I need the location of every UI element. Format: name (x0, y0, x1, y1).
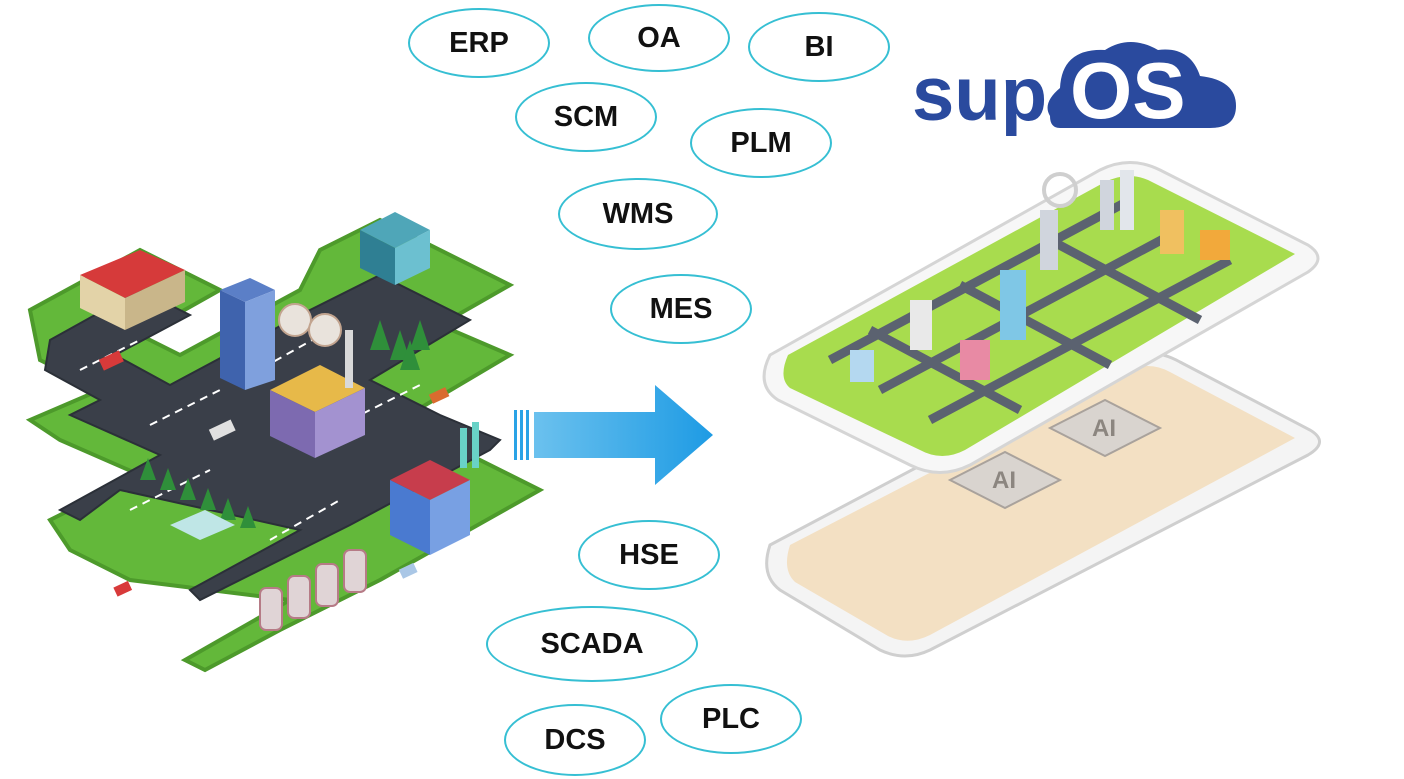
system-label: PLC (702, 702, 760, 735)
system-label: ERP (449, 26, 509, 59)
upper-phone (762, 161, 1320, 474)
vehicles (98, 350, 450, 597)
tank-sphere (308, 313, 342, 347)
factory2-wall (390, 480, 430, 555)
tower-wall-side (245, 290, 275, 390)
system-label: WMS (602, 197, 674, 230)
factory2-wall-side (430, 480, 470, 555)
system-label: MES (649, 292, 713, 325)
warehouse-wall (80, 275, 125, 330)
ai-chip-label: AI (992, 467, 1016, 494)
supos-logo: sup OS (912, 42, 1236, 137)
system-label: DCS (544, 723, 606, 756)
warehouse-roof (80, 250, 185, 298)
system-bubble-mes: MES (610, 274, 752, 344)
ai-chip-label: AI (1092, 415, 1116, 442)
plant-wall (360, 230, 395, 285)
road (43, 273, 502, 602)
system-bubble-wms: WMS (558, 178, 718, 250)
factory-wall-side (315, 388, 365, 458)
system-bubble-scada: SCADA (486, 606, 698, 682)
system-label: OA (637, 21, 681, 54)
system-bubble-plm: PLM (690, 108, 832, 178)
city-buildings (850, 170, 1230, 382)
system-bubble-plc: PLC (660, 684, 802, 754)
ai-chip (1047, 398, 1163, 458)
system-bubble-oa: OA (588, 4, 730, 72)
lower-phone: AI AI (765, 351, 1321, 658)
transformation-arrow (514, 385, 713, 485)
tower-wall (220, 290, 245, 390)
chimney (345, 330, 353, 388)
plant-wall-side (395, 230, 430, 285)
toll-gate-roof (170, 510, 235, 540)
system-bubble-hse: HSE (578, 520, 720, 590)
system-label: HSE (619, 538, 679, 571)
logo-prefix: sup (912, 52, 1047, 137)
system-bubble-bi: BI (748, 12, 890, 82)
factory-roof (270, 365, 365, 412)
system-label: PLM (730, 126, 792, 159)
warehouse-wall-side (125, 270, 185, 330)
tank-sphere (278, 303, 312, 337)
ferris-wheel (1042, 172, 1078, 208)
system-bubble-scm: SCM (515, 82, 657, 152)
system-label: BI (804, 30, 834, 63)
chimney (472, 422, 479, 468)
ai-chip (947, 450, 1063, 510)
tower-roof (220, 278, 275, 302)
system-bubble-erp: ERP (408, 8, 550, 78)
tree-cluster (140, 320, 430, 528)
silo-row (259, 549, 367, 631)
chimney (460, 428, 467, 468)
smart-phones-illustration: AI AI (762, 161, 1321, 658)
system-label: SCADA (540, 627, 644, 660)
system-bubble-dcs: DCS (504, 704, 646, 776)
factory-wall (270, 390, 315, 458)
system-label: SCM (553, 100, 619, 133)
industrial-city-illustration (25, 212, 545, 673)
logo-suffix: OS (1070, 46, 1186, 135)
